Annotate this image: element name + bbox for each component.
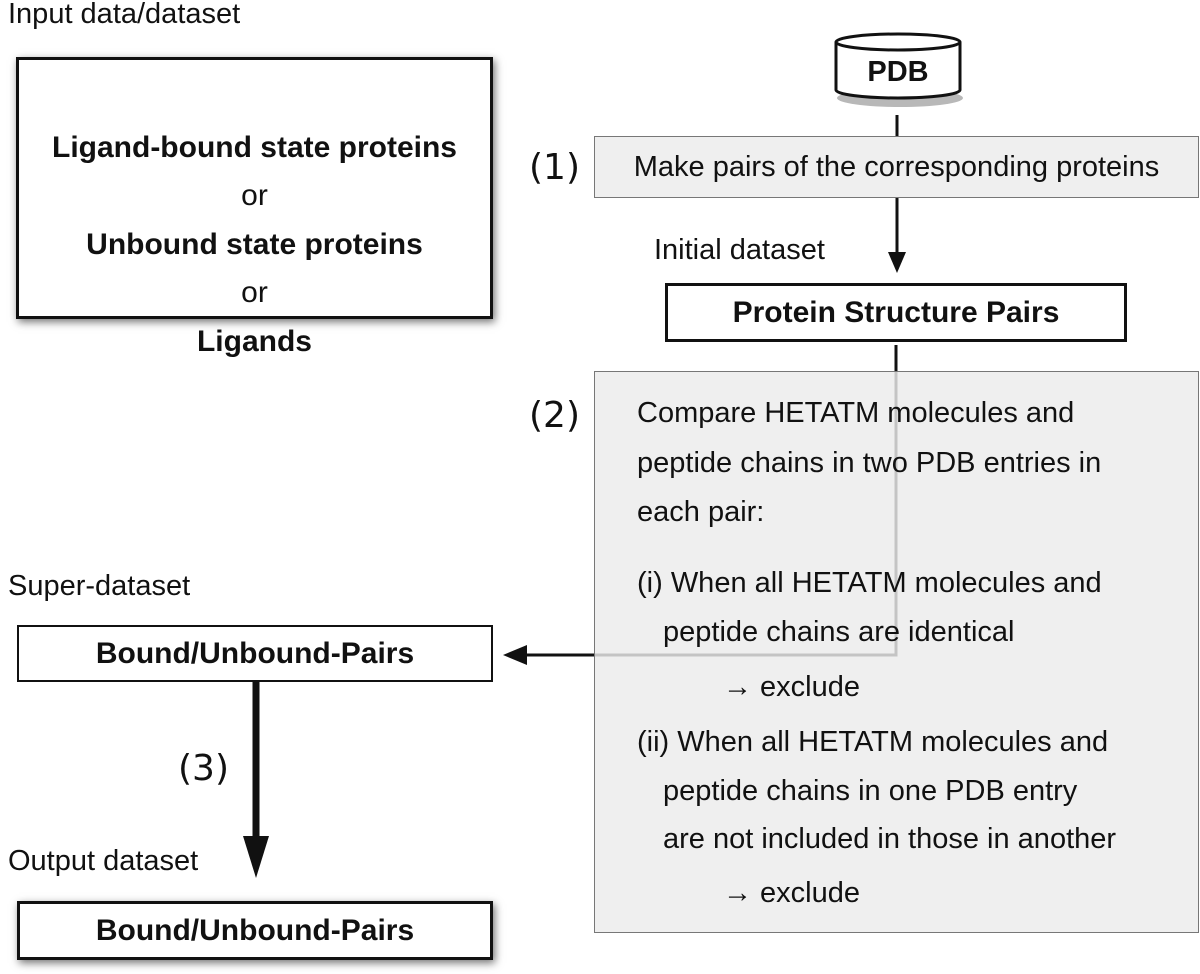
output-dataset-box: Bound/Unbound-Pairs (17, 901, 493, 960)
input-box: Ligand-bound state proteins or Unbound s… (16, 57, 493, 357)
step2-intro-line: Compare HETATM molecules and (637, 397, 1075, 429)
input-or-1: or (241, 179, 268, 212)
step1-box: Make pairs of the corresponding proteins (594, 136, 1199, 198)
step2-rule2-line: peptide chains in one PDB entry (663, 775, 1078, 807)
super-dataset-label: Super-dataset (8, 570, 191, 602)
step2-box: Compare HETATM molecules and peptide cha… (594, 371, 1199, 933)
initial-dataset-label: Initial dataset (654, 234, 825, 266)
protein-structure-pairs-text: Protein Structure Pairs (732, 295, 1060, 329)
step2-intro-line: each pair: (637, 496, 765, 528)
output-dataset-text: Bound/Unbound-Pairs (95, 913, 415, 947)
input-dataset-label: Input data/dataset (8, 0, 241, 30)
step2-rule2-result: → exclude (723, 877, 861, 909)
input-ligands: Ligands (196, 325, 312, 358)
pairs-to-super-arrowhead (503, 645, 527, 665)
step2-rule1-line: (i) When all HETATM molecules and (637, 567, 1102, 599)
step1-number: (1) (529, 147, 580, 188)
step2-rule2-line: (ii) When all HETATM molecules and (637, 726, 1109, 758)
step2-number: (2) (529, 395, 580, 436)
pdb-database-label: PDB (867, 56, 929, 88)
super-dataset-text: Bound/Unbound-Pairs (95, 636, 415, 670)
step1-to-pairs-arrowhead (888, 252, 906, 273)
input-unbound: Unbound state proteins (86, 228, 423, 261)
step2-intro-line: peptide chains in two PDB entries in (637, 447, 1102, 479)
step2-rule2-line: are not included in those in another (663, 823, 1117, 855)
output-dataset-label: Output dataset (8, 845, 199, 877)
step2-rule1-line: peptide chains are identical (663, 616, 1015, 648)
super-dataset-box: Bound/Unbound-Pairs (17, 625, 493, 682)
input-ligand-bound: Ligand-bound state proteins (52, 131, 457, 164)
step3-number: (3) (178, 748, 229, 789)
super-to-output-arrowhead (243, 836, 269, 878)
pdb-database-icon (834, 32, 963, 107)
protein-structure-pairs-box: Protein Structure Pairs (665, 283, 1127, 342)
step1-text: Make pairs of the corresponding proteins (633, 150, 1160, 183)
input-or-2: or (241, 276, 268, 309)
step2-rule1-result: → exclude (723, 671, 861, 703)
